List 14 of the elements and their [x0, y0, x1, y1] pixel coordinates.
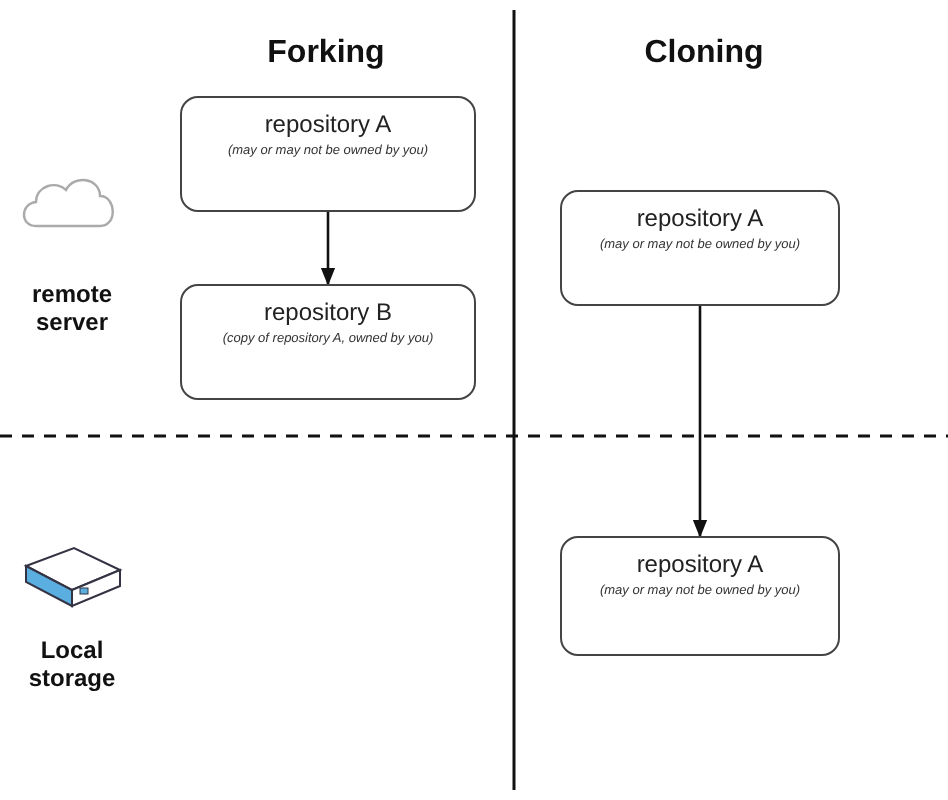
arrow — [320, 212, 336, 286]
tier-label: Local storage — [26, 636, 118, 692]
box-title: repository B — [261, 298, 395, 326]
box-title: repository A — [634, 550, 766, 578]
arrow — [692, 306, 708, 538]
repository-box — [180, 96, 476, 212]
tier-label: remote server — [29, 280, 114, 336]
section-heading: Cloning — [642, 36, 766, 72]
repository-box — [180, 284, 476, 400]
repository-box — [560, 536, 840, 656]
box-title: repository A — [262, 110, 394, 138]
section-heading: Forking — [265, 36, 387, 72]
repository-box — [560, 190, 840, 306]
box-title: repository A — [634, 204, 766, 232]
